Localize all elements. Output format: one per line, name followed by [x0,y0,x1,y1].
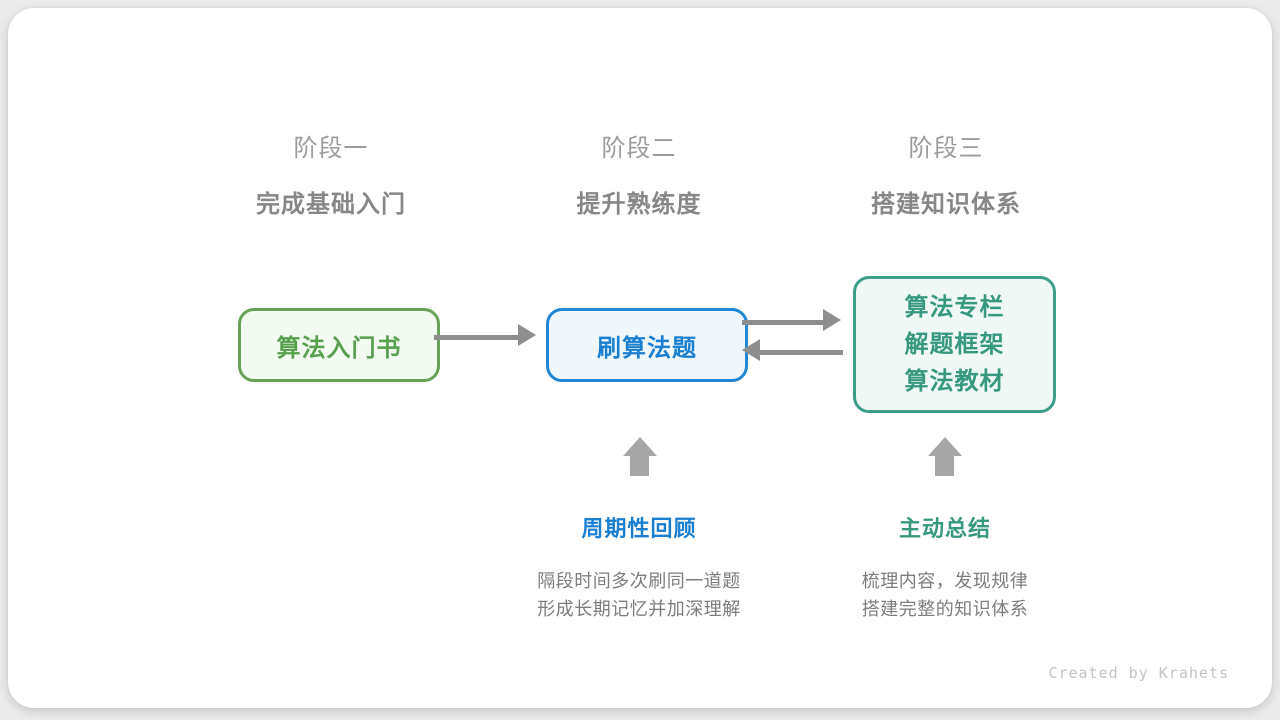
annotation-active-summary: 主动总结 梳理内容，发现规律 搭建完整的知识体系 [775,511,1115,623]
annotation-periodic-review-line1: 隔段时间多次刷同一道题 [537,571,741,591]
node-intro-book-label: 算法入门书 [276,334,402,362]
annotation-active-summary-line1: 梳理内容，发现规律 [861,571,1029,591]
node-intro-book: 算法入门书 [238,308,440,382]
annotation-periodic-review: 周期性回顾 隔段时间多次刷同一道题 形成长期记忆并加深理解 [469,511,809,623]
node-resource-line-2: 解题框架 [904,331,1005,358]
stage-header-2: 阶段二 提升熟练度 [479,128,799,219]
stage-header-1: 阶段一 完成基础入门 [171,128,491,219]
stage-2-subtitle: 提升熟练度 [576,191,702,218]
watermark-credit: Created by Krahets [1048,664,1229,682]
annotation-active-summary-title: 主动总结 [898,516,991,541]
annotation-periodic-review-title: 周期性回顾 [581,516,697,541]
stage-3-subtitle: 搭建知识体系 [871,191,1021,218]
stage-2-label: 阶段二 [601,135,677,162]
diagram-card: 阶段一 完成基础入门 阶段二 提升熟练度 阶段三 搭建知识体系 算法入门书 刷算… [8,8,1272,708]
stage-3-label: 阶段三 [908,135,984,162]
node-knowledge-resources: 算法专栏 解题框架 算法教材 [853,276,1056,413]
node-practice-problems-label: 刷算法题 [597,334,697,362]
node-resource-line-3: 算法教材 [904,368,1005,395]
stage-header-3: 阶段三 搭建知识体系 [786,128,1106,219]
node-practice-problems: 刷算法题 [546,308,748,382]
node-resource-line-1: 算法专栏 [904,294,1005,321]
annotation-active-summary-line2: 搭建完整的知识体系 [861,599,1029,619]
annotation-periodic-review-line2: 形成长期记忆并加深理解 [537,599,741,619]
stage-1-label: 阶段一 [293,135,369,162]
stage-1-subtitle: 完成基础入门 [256,191,406,218]
